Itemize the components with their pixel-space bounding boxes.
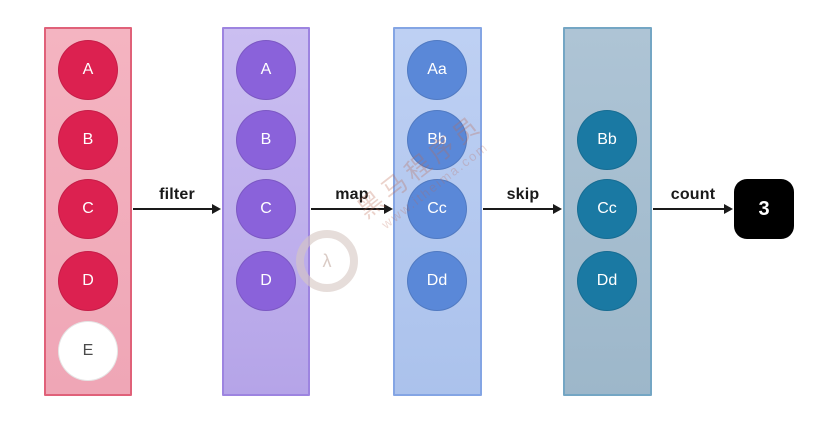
result-value: 3 — [758, 197, 770, 220]
element-circle: D — [58, 251, 118, 311]
element-circle: Dd — [577, 251, 637, 311]
arrow-head-icon — [384, 204, 393, 214]
stage-column-after-skip: Bb Cc Dd — [563, 27, 652, 396]
stage-column-after-map: Aa Bb Cc Dd — [393, 27, 482, 396]
element-circle: Bb — [577, 110, 637, 170]
element-circle: A — [236, 40, 296, 100]
element-circle-excluded: E — [58, 321, 118, 381]
arrow-line — [483, 208, 554, 210]
operation-label-filter: filter — [159, 186, 195, 203]
element-circle: Cc — [577, 179, 637, 239]
element-circle: B — [236, 110, 296, 170]
watermark-logo-glyph: λ — [322, 250, 332, 271]
arrow-head-icon — [212, 204, 221, 214]
operation-label-skip: skip — [506, 186, 540, 203]
arrow-head-icon — [724, 204, 733, 214]
element-circle: A — [58, 40, 118, 100]
arrow-line — [311, 208, 385, 210]
arrow-head-icon — [553, 204, 562, 214]
element-circle: C — [58, 179, 118, 239]
element-circle: Dd — [407, 251, 467, 311]
result-box: 3 — [734, 179, 794, 239]
element-circle: Aa — [407, 40, 467, 100]
operation-label-count: count — [670, 186, 716, 203]
stage-column-source: A B C D E — [44, 27, 132, 396]
operation-label-map: map — [335, 186, 369, 203]
element-circle: C — [236, 179, 296, 239]
arrow-line — [133, 208, 213, 210]
element-circle: B — [58, 110, 118, 170]
element-circle: Bb — [407, 110, 467, 170]
element-circle: D — [236, 251, 296, 311]
arrow-line — [653, 208, 725, 210]
stage-column-after-filter: A B C D — [222, 27, 310, 396]
element-circle: Cc — [407, 179, 467, 239]
